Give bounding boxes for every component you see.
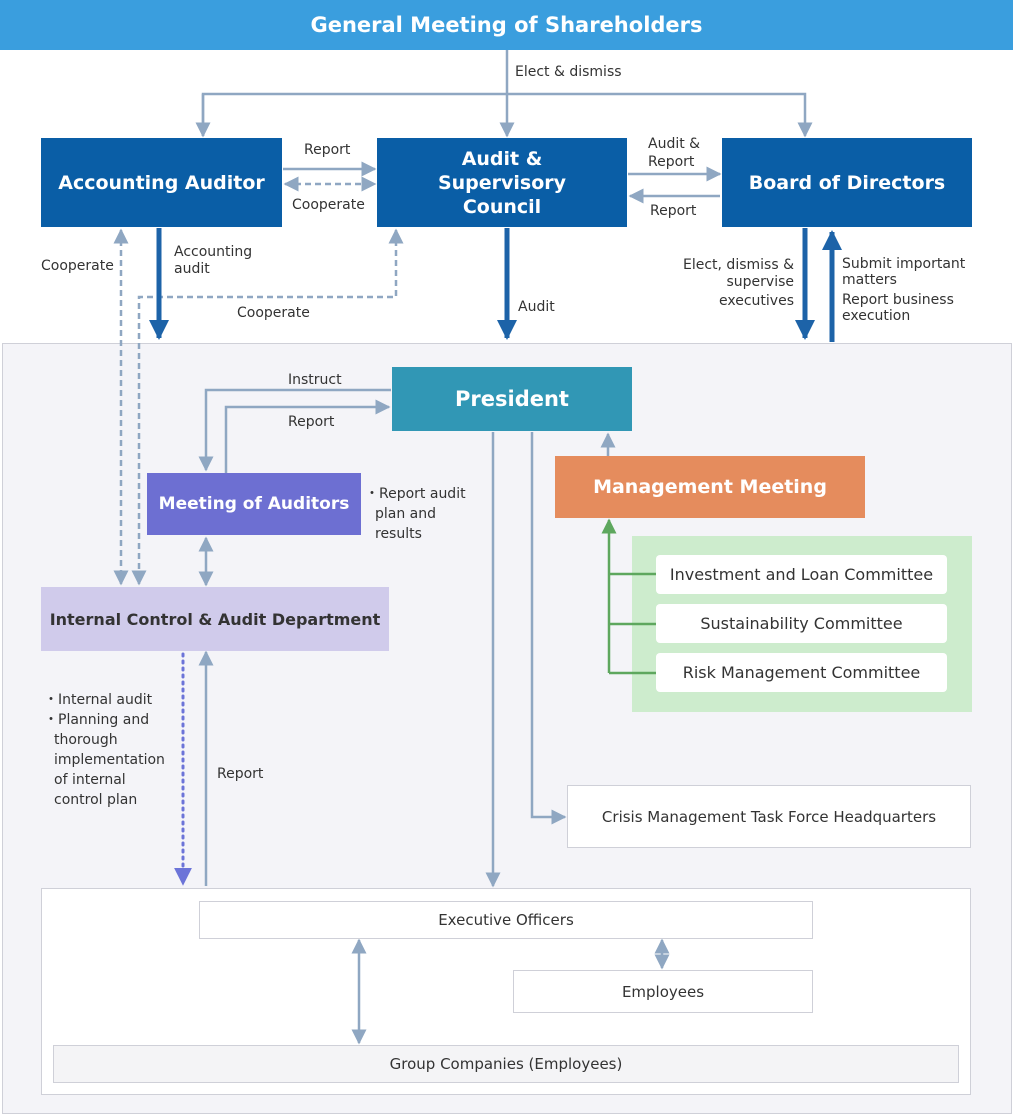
president-crisis-arrow bbox=[530, 432, 567, 825]
risk-committee-label: Risk Management Committee bbox=[682, 663, 921, 682]
elect-supervise-label-3: executives bbox=[719, 293, 794, 309]
audit-council-label: Audit & Supervisory Council bbox=[437, 147, 567, 218]
committee-connector bbox=[601, 518, 656, 675]
cooperate-lower-dashed bbox=[131, 228, 404, 586]
shareholders-title: General Meeting of Shareholders bbox=[310, 13, 703, 37]
board-of-directors-box: Board of Directors bbox=[722, 138, 972, 227]
internal-audit-label-6: control plan bbox=[54, 792, 138, 808]
president-box: President bbox=[392, 367, 632, 431]
elect-supervise-label-1: Elect, dismiss & bbox=[683, 257, 794, 273]
management-meeting-label: Management Meeting bbox=[593, 476, 827, 498]
internal-audit-label-1: ・Internal audit bbox=[44, 692, 153, 708]
report-top-label: Report bbox=[304, 142, 351, 158]
report-audit-label-3: results bbox=[375, 526, 422, 542]
sustainability-committee-box: Sustainability Committee bbox=[656, 604, 947, 643]
cooperate-mid-label: Cooperate bbox=[292, 197, 365, 213]
instruct-label: Instruct bbox=[288, 372, 342, 388]
president-label: President bbox=[455, 387, 569, 411]
risk-committee-box: Risk Management Committee bbox=[656, 653, 947, 692]
investment-committee-box: Investment and Loan Committee bbox=[656, 555, 947, 594]
investment-committee-label: Investment and Loan Committee bbox=[669, 565, 934, 584]
report-audit-label-2: plan and bbox=[375, 506, 437, 522]
report-exec-label-1: Report business bbox=[842, 292, 954, 308]
internal-audit-label-3: thorough bbox=[54, 732, 118, 748]
cooperate-lower-label: Cooperate bbox=[237, 305, 310, 321]
meeting-of-auditors-box: Meeting of Auditors bbox=[147, 473, 361, 535]
audit-report-label-1: Audit & bbox=[648, 136, 701, 152]
internal-audit-label-5: of internal bbox=[54, 772, 126, 788]
report-audit-label-1: ・Report audit bbox=[365, 486, 466, 502]
report-internal-label: Report bbox=[217, 766, 264, 782]
audit-council-box: Audit & Supervisory Council bbox=[377, 138, 627, 227]
elect-supervise-label-2: supervise bbox=[726, 274, 794, 290]
internal-audit-label-2: ・Planning and bbox=[44, 712, 150, 728]
sustainability-committee-label: Sustainability Committee bbox=[700, 614, 903, 633]
accounting-auditor-box: Accounting Auditor bbox=[41, 138, 282, 227]
accounting-auditor-label: Accounting Auditor bbox=[58, 171, 265, 194]
executive-officers-label: Executive Officers bbox=[438, 911, 574, 929]
audit-label: Audit bbox=[518, 299, 555, 315]
report-exec-label-2: execution bbox=[842, 308, 911, 324]
report-board-label: Report bbox=[650, 203, 697, 219]
audit-report-label-2: Report bbox=[648, 154, 695, 170]
employees-label: Employees bbox=[621, 982, 705, 1001]
report-president-arrow bbox=[224, 399, 391, 473]
group-companies-box: Group Companies (Employees) bbox=[53, 1045, 959, 1083]
group-companies-label: Group Companies (Employees) bbox=[389, 1055, 623, 1073]
submit-label-2: matters bbox=[842, 272, 897, 288]
meeting-of-auditors-label: Meeting of Auditors bbox=[158, 494, 350, 514]
employees-box: Employees bbox=[513, 970, 813, 1013]
internal-control-box: Internal Control & Audit Department bbox=[41, 587, 389, 651]
crisis-task-force-box: Crisis Management Task Force Headquarter… bbox=[567, 785, 971, 848]
submit-label-1: Submit important bbox=[842, 256, 966, 272]
elect-dismiss-connector bbox=[195, 50, 813, 138]
internal-audit-label-4: implementation bbox=[54, 752, 165, 768]
accounting-audit-label-2: audit bbox=[174, 261, 210, 277]
executive-officers-box: Executive Officers bbox=[199, 901, 813, 939]
internal-control-label: Internal Control & Audit Department bbox=[49, 609, 381, 629]
elect-dismiss-label: Elect & dismiss bbox=[515, 64, 622, 80]
management-meeting-box: Management Meeting bbox=[555, 456, 865, 518]
crisis-task-force-label: Crisis Management Task Force Headquarter… bbox=[601, 807, 937, 826]
shareholders-banner: General Meeting of Shareholders bbox=[0, 0, 1013, 50]
report-president-label: Report bbox=[288, 414, 335, 430]
board-of-directors-label: Board of Directors bbox=[748, 171, 946, 194]
accounting-audit-label-1: Accounting bbox=[174, 244, 253, 260]
cooperate-left-label: Cooperate bbox=[41, 258, 114, 274]
instruct-arrow bbox=[198, 388, 391, 472]
